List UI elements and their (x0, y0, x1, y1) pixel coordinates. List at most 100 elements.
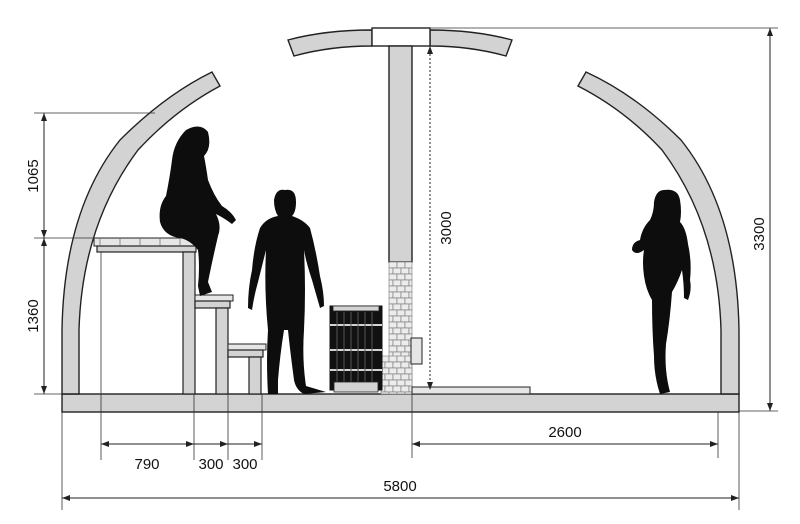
brick (388, 327, 394, 335)
dim-label-3000: 3000 (438, 211, 455, 244)
brick (408, 279, 413, 287)
brick (408, 291, 413, 299)
brick (408, 267, 413, 275)
brick (400, 327, 410, 335)
arrow-300a-right (220, 441, 228, 447)
right-arch-wall (577, 71, 740, 395)
dim-label-1360: 1360 (25, 299, 42, 332)
brick (408, 327, 413, 335)
bench-middle (194, 294, 234, 395)
brick (388, 345, 398, 353)
sauna-stove (329, 305, 383, 393)
brick (396, 309, 406, 317)
dim-label-3300: 3300 (751, 217, 768, 250)
brick (400, 361, 410, 369)
brick (392, 385, 402, 393)
brick (408, 303, 413, 311)
brick (388, 297, 398, 305)
brick (400, 373, 410, 381)
brick (388, 339, 394, 347)
top-arch-left (287, 29, 373, 57)
standing-woman-silhouette (632, 189, 691, 394)
floor-slab (61, 393, 740, 413)
brick (396, 367, 406, 375)
arrow-2600-left (412, 441, 420, 447)
brick (388, 315, 394, 323)
brick (388, 367, 398, 375)
brick (388, 261, 398, 269)
brick (388, 391, 398, 395)
chimney-roof-passage (371, 27, 431, 47)
dim-label-790: 790 (134, 456, 159, 473)
chimney-connector (410, 337, 423, 365)
brick (388, 309, 398, 317)
brick (404, 321, 413, 329)
brick (404, 379, 413, 387)
arrow-1360-top (41, 238, 47, 246)
arrow-3300-top (767, 28, 773, 36)
brick (392, 267, 402, 275)
brick (396, 345, 406, 353)
arrow-5800-right (731, 495, 739, 501)
brick (392, 279, 402, 287)
brick (384, 373, 394, 381)
brick (392, 361, 402, 369)
seated-woman-silhouette (159, 126, 236, 296)
brick (392, 327, 402, 335)
bench-lower (227, 343, 267, 395)
brick (388, 273, 398, 281)
brick (396, 297, 406, 305)
brick (400, 385, 410, 393)
dim-label-2600: 2600 (548, 424, 581, 441)
brick (388, 333, 398, 341)
brick (388, 379, 398, 387)
brick-shield (380, 261, 413, 395)
dim-label-300-first: 300 (198, 456, 223, 473)
brick (400, 339, 410, 347)
brick (388, 321, 398, 329)
brick (404, 261, 413, 269)
brick (396, 391, 406, 395)
brick (396, 379, 406, 387)
brick (404, 309, 413, 317)
brick (396, 285, 406, 293)
brick (400, 279, 410, 287)
dim-label-5800: 5800 (383, 478, 416, 495)
brick (388, 355, 398, 363)
floor-protection-plate (411, 386, 531, 395)
brick (388, 303, 394, 311)
brick (396, 261, 406, 269)
brick (380, 391, 390, 395)
brick (404, 297, 413, 305)
arrow-2600-right (710, 441, 718, 447)
arrow-790-right (186, 441, 194, 447)
brick (400, 267, 410, 275)
brick (408, 315, 413, 323)
brick (388, 279, 394, 287)
arrow-5800-left (62, 495, 70, 501)
brick (404, 391, 413, 395)
left-arch-wall (61, 71, 221, 395)
brick (400, 291, 410, 299)
brick (400, 303, 410, 311)
top-arch-right (429, 29, 513, 57)
arrow-790-left (101, 441, 109, 447)
brick (396, 273, 406, 281)
brick (388, 291, 394, 299)
arrow-1065-bottom (41, 230, 47, 238)
arrow-300b-right (254, 441, 262, 447)
arrow-3000-bottom (427, 382, 433, 390)
standing-man-silhouette (248, 189, 326, 394)
brick (392, 303, 402, 311)
brick (388, 267, 394, 275)
brick (388, 285, 398, 293)
arrow-3300-bottom (767, 403, 773, 411)
arrow-1065-top (41, 113, 47, 121)
brick (396, 355, 406, 363)
bench-upper (93, 237, 201, 395)
brick (408, 373, 413, 381)
dim-label-300-second: 300 (232, 456, 257, 473)
arrow-3000-top (427, 46, 433, 54)
brick (384, 361, 394, 369)
